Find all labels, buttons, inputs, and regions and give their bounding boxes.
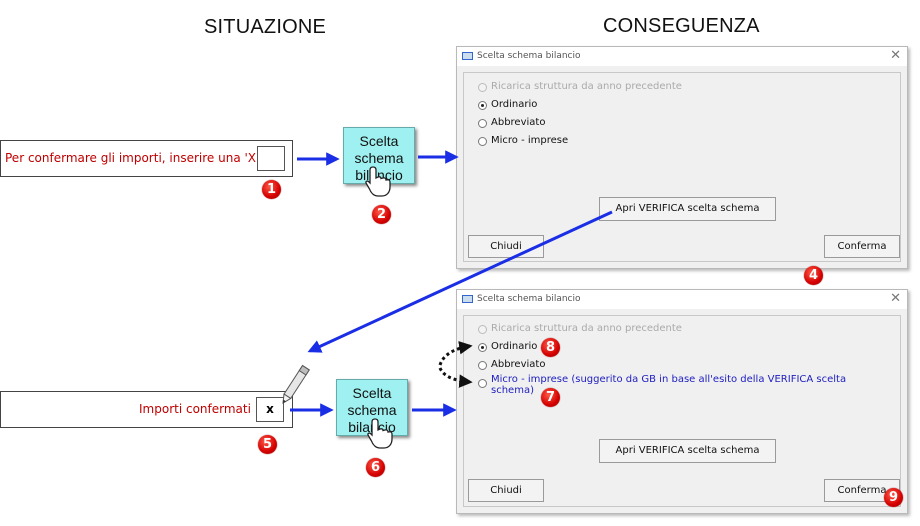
confirm-button[interactable]: Conferma (824, 235, 900, 258)
verify-schema-button[interactable]: Apri VERIFICA scelta schema (599, 439, 776, 463)
window-app-icon (462, 52, 473, 60)
window-app-icon (462, 295, 473, 303)
close-icon[interactable]: ✕ (890, 291, 901, 306)
radio-label-micro-line-2: schema) (491, 385, 534, 396)
radio-label-abbreviato: Abbreviato (491, 117, 546, 128)
radio-ricarica (478, 325, 487, 334)
dialog-title: Scelta schema bilancio (477, 51, 581, 61)
radio-label-micro: Micro - imprese (491, 135, 569, 146)
badge-9: 9 (884, 488, 903, 507)
confirm-field-label: Per confermare gli importi, inserire una… (5, 151, 260, 165)
radio-ricarica (478, 83, 487, 92)
confirm-field-container (0, 140, 293, 177)
badge-5: 5 (258, 435, 277, 454)
confirm-x-input[interactable] (257, 146, 285, 171)
button-line-1: Scelta (352, 385, 392, 401)
button-line-3: bilancio (355, 167, 403, 183)
dialog-title: Scelta schema bilancio (477, 294, 581, 304)
button-line-2: schema (354, 150, 404, 166)
radio-micro[interactable] (478, 379, 487, 388)
heading-situazione: SITUAZIONE (204, 16, 327, 38)
badge-1: 1 (262, 180, 281, 199)
dialog-scelta-schema-1: Scelta schema bilancio ✕ Ricarica strutt… (456, 46, 908, 269)
radio-selected-dot (481, 346, 484, 349)
heading-conseguenza: CONSEGUENZA (603, 15, 760, 37)
confirmed-field-container (0, 391, 293, 428)
badge-8: 8 (541, 338, 560, 357)
badge-2: 2 (372, 205, 391, 224)
badge-7: 7 (541, 388, 560, 407)
pencil-icon (282, 364, 310, 404)
dialog-titlebar: Scelta schema bilancio ✕ (457, 290, 907, 309)
dialog-titlebar: Scelta schema bilancio ✕ (457, 47, 907, 66)
scelta-schema-button-top[interactable]: Scelta schema bilancio (343, 127, 415, 184)
confirmed-field-label: Importi confermati (139, 402, 251, 416)
verify-schema-button[interactable]: Apri VERIFICA scelta schema (599, 197, 776, 221)
dialog-scelta-schema-2: Scelta schema bilancio ✕ Ricarica strutt… (456, 289, 908, 514)
dialog-panel (463, 72, 901, 262)
radio-label-ordinario: Ordinario (491, 341, 538, 352)
badge-4: 4 (804, 266, 823, 285)
arrow-verify-to-pencil (307, 210, 613, 353)
dotted-arrow-to-ordinario (438, 341, 473, 366)
close-button[interactable]: Chiudi (468, 479, 544, 502)
radio-label-ricarica: Ricarica struttura da anno precedente (491, 81, 682, 92)
radio-label-micro-line-1: Micro - imprese (suggerito da GB in base… (491, 374, 847, 385)
dialog-panel (463, 315, 901, 507)
button-line-2: schema (347, 402, 397, 418)
radio-label-ricarica: Ricarica struttura da anno precedente (491, 323, 682, 334)
radio-label-ordinario: Ordinario (491, 99, 538, 110)
close-icon[interactable]: ✕ (890, 48, 901, 63)
confirmed-x-input[interactable]: x (256, 397, 284, 422)
radio-abbreviato[interactable] (478, 119, 487, 128)
radio-abbreviato[interactable] (478, 361, 487, 370)
radio-ordinario[interactable] (478, 343, 487, 352)
radio-micro[interactable] (478, 137, 487, 146)
hand-pointer-icon (365, 166, 391, 197)
hand-pointer-icon (367, 418, 393, 449)
badge-6: 6 (366, 458, 385, 477)
radio-ordinario[interactable] (478, 101, 487, 110)
button-line-1: Scelta (359, 133, 399, 149)
radio-label-abbreviato: Abbreviato (491, 359, 546, 370)
radio-selected-dot (481, 104, 484, 107)
dotted-arrow-to-micro (438, 367, 473, 388)
